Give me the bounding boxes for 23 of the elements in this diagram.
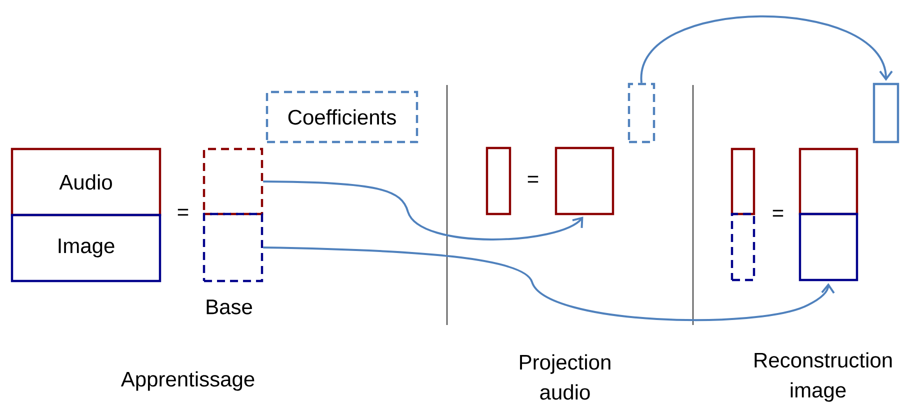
matrix-box bbox=[486, 146, 512, 216]
matrix-box bbox=[730, 212, 756, 282]
label: Projection audio bbox=[520, 354, 610, 400]
label: Reconstruction image bbox=[754, 352, 892, 402]
matrix-box bbox=[798, 148, 858, 216]
arrow bbox=[263, 180, 584, 240]
equals-sign: = bbox=[772, 210, 784, 217]
text-box: Image bbox=[10, 214, 162, 282]
label: Base bbox=[206, 300, 252, 314]
matrix-box bbox=[202, 212, 264, 282]
arrow bbox=[640, 15, 893, 84]
matrix-box bbox=[628, 82, 656, 144]
matrix-box bbox=[798, 212, 858, 282]
text-box: Coefficients bbox=[266, 90, 418, 144]
label: Apprentissage bbox=[120, 371, 254, 391]
matrix-box bbox=[554, 146, 614, 216]
matrix-box bbox=[730, 148, 756, 216]
text-box: Audio bbox=[10, 148, 162, 216]
matrix-box bbox=[872, 82, 900, 144]
matrix-box bbox=[202, 148, 264, 216]
arrow bbox=[263, 246, 835, 322]
equals-sign: = bbox=[178, 208, 188, 216]
equals-sign: = bbox=[528, 176, 538, 183]
